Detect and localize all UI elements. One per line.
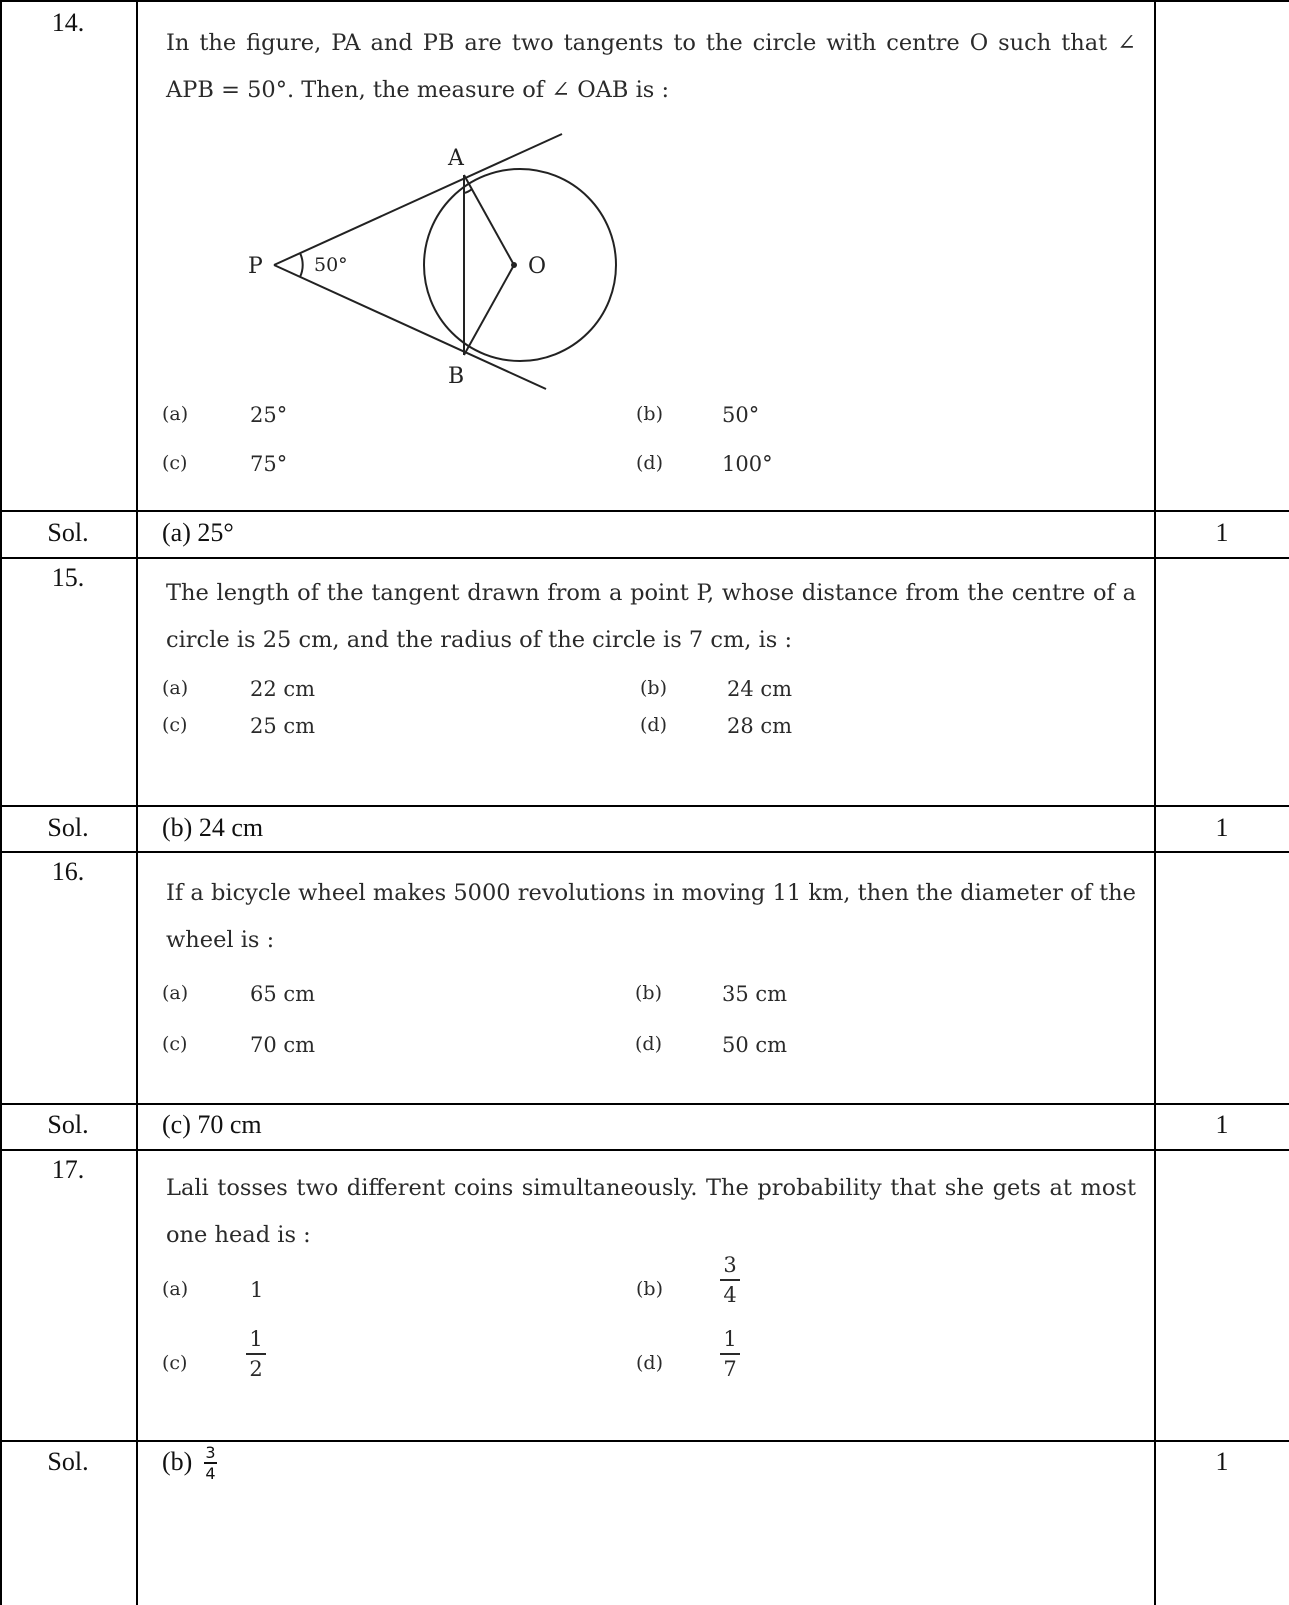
angle-label: 50°: [314, 254, 348, 276]
fraction-denominator: 2: [249, 1357, 263, 1381]
fraction-denominator: 4: [205, 1463, 216, 1483]
centre-point: [511, 262, 517, 268]
table-border: [0, 1440, 1289, 1442]
tangent-line-pb: [273, 264, 547, 390]
option-b-label: (b): [636, 403, 663, 425]
fraction-denominator: 7: [723, 1357, 737, 1381]
option-a-value: 1: [250, 1278, 264, 1302]
option-b-value: 24 cm: [727, 677, 793, 701]
option-d-value: 50 cm: [722, 1033, 788, 1057]
marks-value: 1: [1215, 1447, 1229, 1476]
angle-arc-small: [463, 188, 473, 194]
tangent-circle-figure: A B P O 50°: [248, 133, 617, 390]
option-a-label: (a): [162, 982, 189, 1004]
circle: [423, 168, 617, 362]
solution-answer: (a) 25°: [162, 518, 234, 547]
question-number: 14.: [51, 8, 85, 37]
question-text: The length of the tangent drawn from a p…: [166, 580, 1136, 653]
option-b-fraction: 3 4: [720, 1252, 740, 1308]
solution-label: Sol.: [47, 518, 89, 547]
question-number: 16.: [51, 857, 85, 886]
fraction-numerator: 3: [723, 1253, 737, 1277]
option-a-value: 22 cm: [250, 677, 316, 701]
tangent-line-pa: [273, 133, 563, 266]
option-d-label: (d): [636, 1352, 663, 1374]
fraction-numerator: 3: [205, 1443, 216, 1462]
option-a-label: (a): [162, 1278, 189, 1300]
option-d-label: (d): [636, 452, 663, 474]
point-label-p: P: [248, 254, 263, 279]
option-c-value: 25 cm: [250, 714, 316, 738]
option-d-value: 28 cm: [727, 714, 793, 738]
fraction-bar: [720, 1279, 740, 1281]
solution-prefix: (b): [162, 1447, 193, 1476]
fraction-numerator: 1: [723, 1327, 737, 1351]
solution-label: Sol.: [47, 1110, 89, 1139]
point-label-o: O: [528, 254, 546, 279]
option-b-label: (b): [640, 677, 667, 699]
solution-answer: (b) 24 cm: [162, 813, 264, 842]
option-d-value: 100°: [722, 452, 773, 476]
point-label-b: B: [448, 364, 464, 389]
table-border: [0, 0, 2, 1605]
option-c-label: (c): [162, 714, 188, 736]
option-c-value: 75°: [250, 452, 288, 476]
table-border: [0, 851, 1289, 853]
table-border: [0, 805, 1289, 807]
option-a-label: (a): [162, 677, 189, 699]
table-border: [0, 1149, 1289, 1151]
table-border: [0, 510, 1289, 512]
question-text: Lali tosses two different coins simultan…: [166, 1175, 1136, 1248]
fraction-denominator: 4: [723, 1283, 737, 1307]
fraction-bar: [246, 1353, 266, 1355]
option-b-value: 50°: [722, 403, 760, 427]
table-border: [0, 1103, 1289, 1105]
fraction-bar: [204, 1462, 217, 1464]
question-text: In the figure, PA and PB are two tangent…: [166, 30, 1136, 103]
option-d-label: (d): [635, 1033, 662, 1055]
option-c-fraction: 1 2: [246, 1326, 266, 1382]
solution-label: Sol.: [47, 813, 89, 842]
table-border: [0, 0, 1289, 2]
solution-answer: (c) 70 cm: [162, 1110, 262, 1139]
solution-label: Sol.: [47, 1447, 89, 1476]
solution-answer: (b): [162, 1447, 192, 1477]
option-b-value: 35 cm: [722, 982, 788, 1006]
point-label-a: A: [447, 146, 465, 171]
option-b-label: (b): [635, 982, 662, 1004]
angle-arc: [299, 252, 304, 278]
option-a-value: 25°: [250, 403, 288, 427]
option-c-label: (c): [162, 452, 188, 474]
option-b-label: (b): [636, 1278, 663, 1300]
option-c-value: 70 cm: [250, 1033, 316, 1057]
table-border: [136, 0, 138, 1605]
option-a-label: (a): [162, 403, 189, 425]
marks-value: 1: [1215, 1110, 1229, 1139]
marks-value: 1: [1215, 813, 1229, 842]
question-text: If a bicycle wheel makes 5000 revolution…: [166, 880, 1136, 953]
option-a-value: 65 cm: [250, 982, 316, 1006]
option-c-label: (c): [162, 1352, 188, 1374]
fraction-bar: [720, 1353, 740, 1355]
option-d-fraction: 1 7: [720, 1326, 740, 1382]
marks-value: 1: [1215, 518, 1229, 547]
table-border: [0, 557, 1289, 559]
fraction-numerator: 1: [249, 1327, 263, 1351]
option-c-label: (c): [162, 1033, 188, 1055]
radius-ob: [463, 264, 515, 356]
question-number: 17.: [51, 1155, 85, 1184]
table-border: [1154, 0, 1156, 1605]
solution-fraction: 3 4: [204, 1444, 217, 1482]
option-d-label: (d): [640, 714, 667, 736]
question-number: 15.: [51, 563, 85, 592]
